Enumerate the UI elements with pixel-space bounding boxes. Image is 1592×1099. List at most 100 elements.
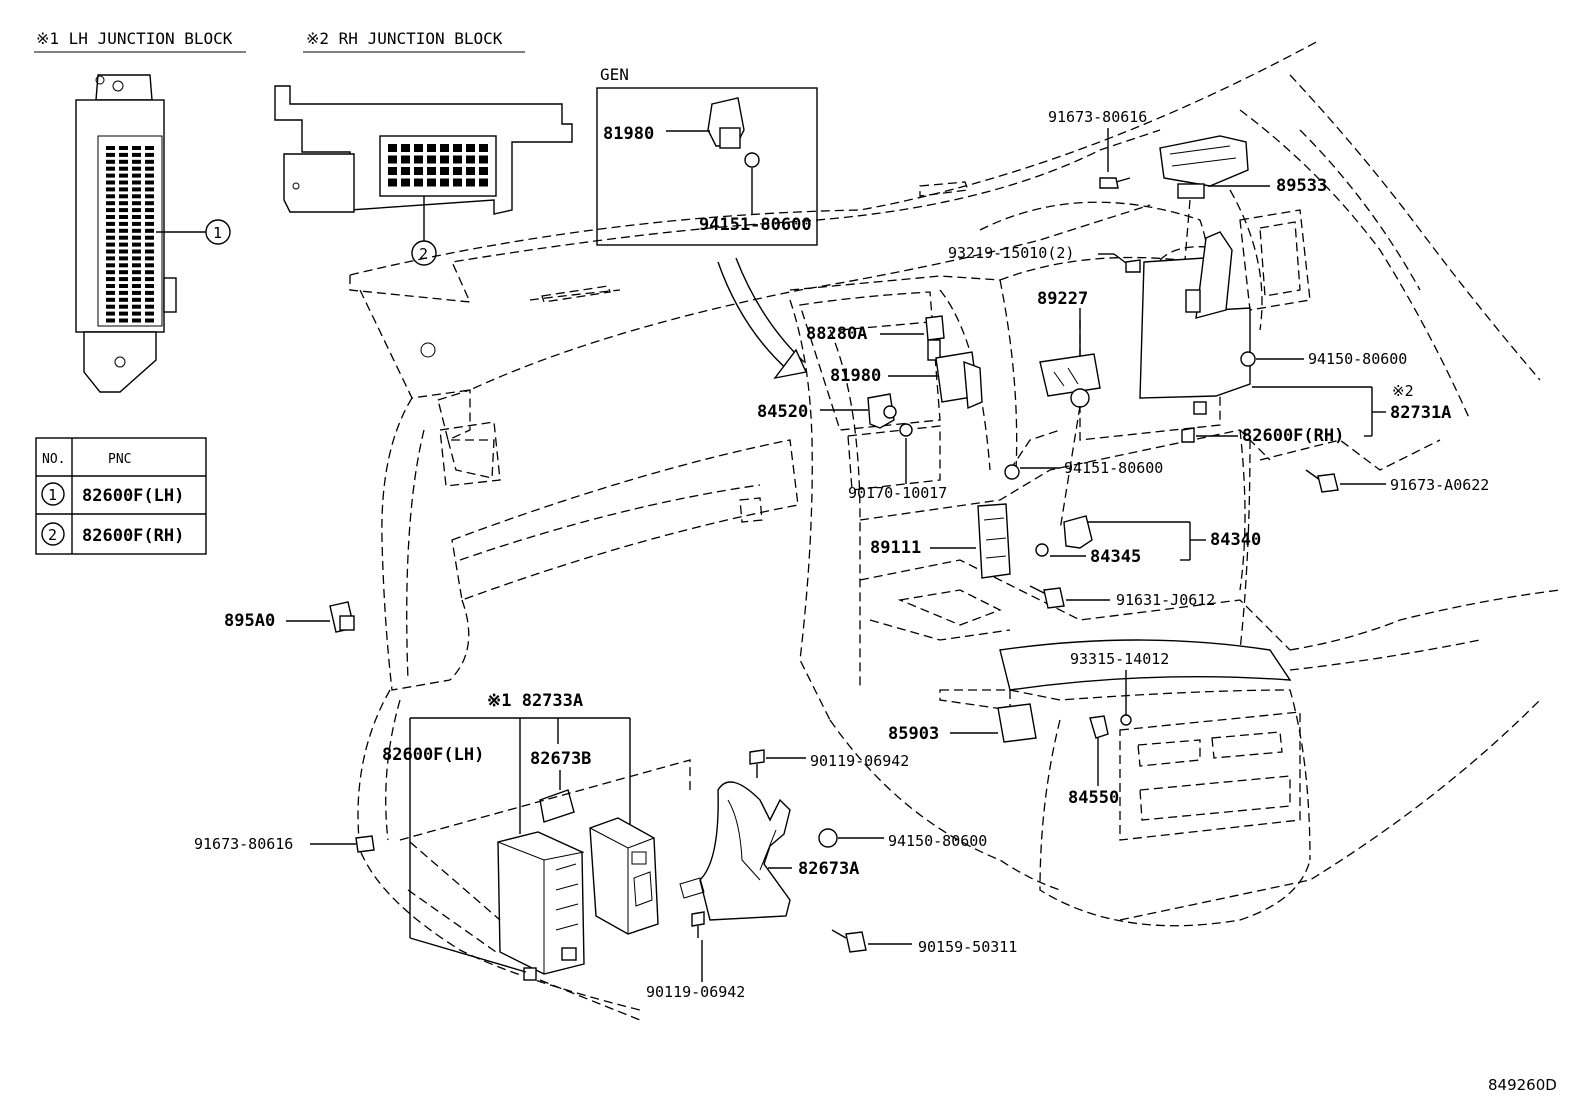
connector-pin <box>453 144 462 152</box>
connector-pin <box>145 277 154 282</box>
part-93219-15010-group: 93219-15010(2) <box>948 244 1141 273</box>
connector-pin <box>119 311 128 316</box>
lh-junction-block-illustration: 1 <box>75 74 231 393</box>
connector-pin <box>106 228 115 233</box>
connector-pin <box>132 290 141 295</box>
connector-pin <box>106 146 115 150</box>
part-94151-80600-group: 94151-80600 <box>1004 459 1163 480</box>
callout-2-circle <box>411 240 437 266</box>
connector-pin <box>466 178 475 187</box>
part-89533-group: 89533 <box>1159 135 1327 321</box>
part-90159-50311: 90159-50311 <box>918 938 1017 956</box>
connector-pin <box>119 290 128 295</box>
connector-pin <box>132 277 141 282</box>
header-lh-junction-block-text: ※1 LH JUNCTION BLOCK <box>36 29 233 48</box>
part-84520-group: 84520 <box>757 393 897 429</box>
part-84520: 84520 <box>757 402 808 422</box>
connector-pin <box>119 256 128 261</box>
connector-pin <box>440 144 449 152</box>
connector-pin <box>106 284 115 288</box>
connector-pin <box>414 178 423 187</box>
part-90170-10017-group: 90170-10017 <box>848 423 947 502</box>
connector-pin <box>106 173 115 178</box>
connector-pin <box>119 277 128 282</box>
connector-pin <box>119 249 128 254</box>
part-89111-group: 89111 <box>870 503 1011 579</box>
connector-pin <box>145 290 154 295</box>
connector-pin <box>466 167 475 175</box>
connector-pin <box>119 146 128 150</box>
part-91631-j0612: 91631-J0612 <box>1116 591 1215 609</box>
connector-pin <box>106 304 115 309</box>
part-91631-j0612-group: 91631-J0612 <box>1029 585 1215 609</box>
connector-pin <box>132 284 141 288</box>
part-91673-80616-top: 91673-80616 <box>1048 108 1147 126</box>
connector-pin <box>106 201 115 206</box>
part-90159-50311-group: 90159-50311 <box>831 929 1017 956</box>
connector-pin <box>106 290 115 295</box>
connector-pin <box>145 173 154 178</box>
connector-pin <box>145 235 154 240</box>
connector-pin <box>119 194 128 199</box>
connector-pin <box>119 173 128 178</box>
connector-pin <box>106 194 115 199</box>
connector-pin <box>388 144 397 152</box>
connector-pin <box>119 221 128 226</box>
part-90119-06942-bottom-group: 90119-06942 <box>646 911 745 1001</box>
part-84340-group: 84340 84345 <box>1035 515 1261 567</box>
lh-connector-grid <box>106 146 154 323</box>
connector-pin <box>119 304 128 309</box>
connector-pin <box>106 297 115 302</box>
connector-pin <box>132 201 141 206</box>
connector-pin <box>106 180 115 185</box>
connector-pin <box>106 249 115 254</box>
table-header-pnc: PNC <box>108 452 131 467</box>
header-rh-junction-block-text: ※2 RH JUNCTION BLOCK <box>306 29 503 48</box>
connector-pin <box>119 180 128 185</box>
connector-pin <box>106 208 115 213</box>
part-94150-80600-bottom-group: 94150-80600 <box>818 828 987 850</box>
connector-pin <box>132 297 141 302</box>
part-82673b: 82673B <box>530 749 591 769</box>
part-89227-group: 89227 <box>1037 289 1101 531</box>
connector-pin <box>145 249 154 254</box>
connector-pin <box>145 228 154 233</box>
part-82733a: ※1 82733A <box>487 691 583 711</box>
part-90119-06942-top: 90119-06942 <box>810 752 909 770</box>
part-88280a: 88280A <box>806 324 867 344</box>
part-85903: 85903 <box>888 724 939 744</box>
part-89111: 89111 <box>870 538 921 558</box>
connector-pin <box>479 155 488 164</box>
connector-pin <box>145 242 154 247</box>
connector-pin <box>132 270 141 275</box>
connector-pin <box>119 208 128 213</box>
connector-pin <box>132 235 141 240</box>
connector-pin <box>119 187 128 192</box>
connector-pin <box>145 215 154 219</box>
connector-pin <box>119 235 128 240</box>
connector-pin <box>479 178 488 187</box>
part-84550: 84550 <box>1068 788 1119 808</box>
connector-pin <box>466 155 475 164</box>
connector-pin <box>132 311 141 316</box>
part-81980-group: 81980 <box>830 351 983 410</box>
connector-pin <box>132 263 141 268</box>
connector-pin <box>106 221 115 226</box>
connector-pin <box>388 167 397 175</box>
table-row-1-pnc: 82600F(LH) <box>82 486 184 506</box>
connector-pin <box>440 167 449 175</box>
connector-pin <box>440 178 449 187</box>
connector-pin <box>145 194 154 199</box>
connector-pin <box>401 178 410 187</box>
gen-location-arrow <box>717 257 808 380</box>
part-93219-15010: 93219-15010(2) <box>948 244 1074 262</box>
dashboard-outline <box>349 39 1561 1011</box>
figure-id: 849260D <box>1488 1076 1557 1094</box>
connector-pin <box>132 228 141 233</box>
connector-pin <box>119 297 128 302</box>
connector-pin <box>427 167 436 175</box>
connector-pin <box>132 159 141 164</box>
lh-assembly-group: ※1 82733A 82673B 82600F(LH) <box>382 691 691 1021</box>
connector-pin <box>106 235 115 240</box>
